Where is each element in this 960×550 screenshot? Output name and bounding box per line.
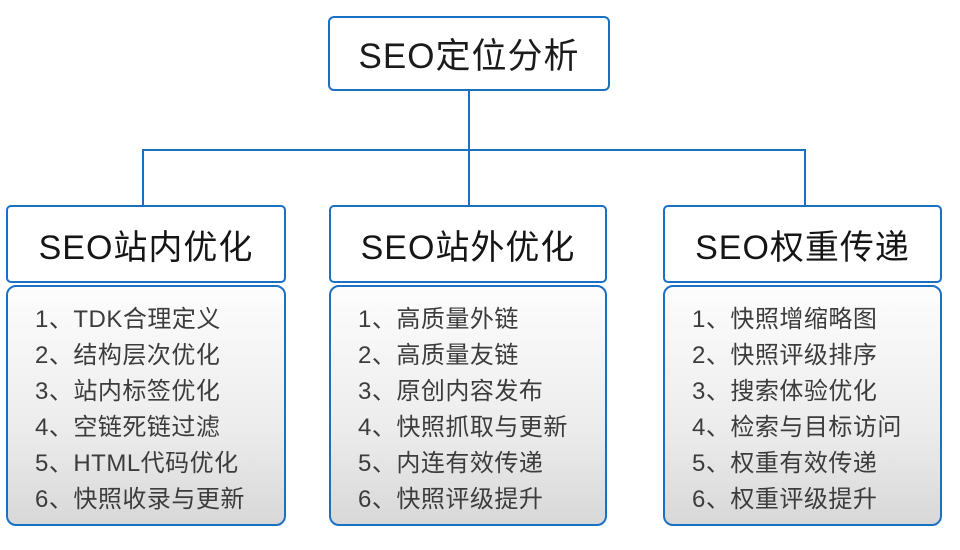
list-item: 2、结构层次优化	[35, 342, 221, 369]
connector-drop-right	[804, 149, 806, 206]
branch-weight-header: SEO权重传递	[663, 205, 942, 283]
connector-horizontal-bar	[142, 149, 806, 151]
list-item: 4、空链死链过滤	[35, 414, 221, 441]
root-node: SEO定位分析	[328, 16, 610, 91]
branch-offsite-header: SEO站外优化	[329, 205, 607, 283]
connector-root-stem	[468, 89, 470, 150]
root-node-label: SEO定位分析	[358, 37, 580, 76]
connector-drop-left	[142, 149, 144, 206]
connector-drop-center	[468, 149, 470, 206]
list-item: 3、搜索体验优化	[692, 378, 878, 405]
list-item: 4、快照抓取与更新	[358, 414, 568, 441]
list-item: 4、检索与目标访问	[692, 414, 902, 441]
list-item: 6、快照收录与更新	[35, 486, 245, 513]
branch-onsite-list: 1、TDK合理定义 2、结构层次优化 3、站内标签优化 4、空链死链过滤 5、H…	[6, 285, 286, 526]
list-item: 3、站内标签优化	[35, 378, 221, 405]
branch-offsite: SEO站外优化 1、高质量外链 2、高质量友链 3、原创内容发布 4、快照抓取与…	[329, 205, 607, 526]
branch-onsite: SEO站内优化 1、TDK合理定义 2、结构层次优化 3、站内标签优化 4、空链…	[6, 205, 286, 526]
list-item: 5、内连有效传递	[358, 450, 544, 477]
branch-weight-list: 1、快照增缩略图 2、快照评级排序 3、搜索体验优化 4、检索与目标访问 5、权…	[663, 285, 942, 526]
list-item: 2、高质量友链	[358, 342, 519, 369]
list-item: 6、权重评级提升	[692, 486, 878, 513]
branch-offsite-list: 1、高质量外链 2、高质量友链 3、原创内容发布 4、快照抓取与更新 5、内连有…	[329, 285, 607, 526]
list-item: 5、HTML代码优化	[35, 450, 239, 477]
list-item: 6、快照评级提升	[358, 486, 544, 513]
branch-weight: SEO权重传递 1、快照增缩略图 2、快照评级排序 3、搜索体验优化 4、检索与…	[663, 205, 942, 526]
branch-onsite-title: SEO站内优化	[38, 228, 254, 267]
list-item: 2、快照评级排序	[692, 342, 878, 369]
branch-onsite-header: SEO站内优化	[6, 205, 286, 283]
list-item: 1、TDK合理定义	[35, 306, 221, 333]
list-item: 3、原创内容发布	[358, 378, 544, 405]
list-item: 5、权重有效传递	[692, 450, 878, 477]
branch-offsite-title: SEO站外优化	[360, 228, 576, 267]
list-item: 1、快照增缩略图	[692, 306, 878, 333]
branch-weight-title: SEO权重传递	[695, 228, 910, 267]
list-item: 1、高质量外链	[358, 306, 519, 333]
